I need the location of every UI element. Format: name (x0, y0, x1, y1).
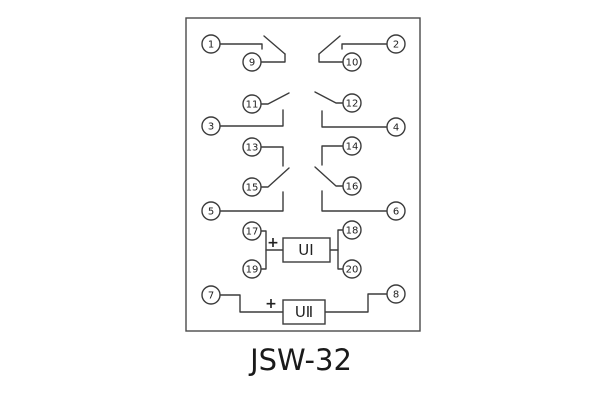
terminal-3-circle (201, 116, 221, 136)
terminal-13: 13 (242, 137, 262, 157)
u1-box: UⅠ (282, 237, 331, 263)
terminal-10: 10 (342, 52, 362, 72)
terminal-17: 17 (242, 221, 262, 241)
wire-terminal-14 (321, 145, 344, 166)
terminal-17-label: 17 (246, 227, 259, 238)
contact-blade-15 (260, 167, 290, 188)
contact-blade-10 (318, 35, 341, 55)
terminal-9-label: 9 (249, 58, 255, 69)
terminal-4-label: 4 (393, 123, 399, 134)
wire-terminal-3 (219, 109, 284, 127)
terminal-1: 1 (201, 34, 221, 54)
outer-frame (185, 17, 421, 332)
terminal-7-label: 7 (208, 291, 214, 302)
wire-terminal-5 (219, 191, 284, 212)
wire-terminal-10 (318, 53, 344, 63)
wire-terminal-13 (260, 146, 284, 167)
terminal-20: 20 (342, 259, 362, 279)
wire-terminal-19 (260, 249, 267, 270)
terminal-13-circle (242, 137, 262, 157)
terminal-13-label: 13 (246, 143, 259, 154)
terminal-19-label: 19 (246, 265, 259, 276)
terminal-1-circle (201, 34, 221, 54)
terminal-8-circle (386, 284, 406, 304)
terminal-20-circle (342, 259, 362, 279)
terminal-6-label: 6 (393, 207, 399, 218)
wire-terminal-18 (329, 229, 344, 251)
terminal-17-circle (242, 221, 262, 241)
terminal-2-circle (386, 34, 406, 54)
u1-label: UⅠ (298, 241, 313, 259)
terminal-16: 16 (342, 176, 362, 196)
u1-box-outline (282, 237, 331, 263)
wire-terminal-9 (260, 53, 286, 63)
terminal-14-label: 14 (346, 142, 359, 153)
wire-terminal-7 (219, 294, 284, 313)
terminal-16-circle (342, 176, 362, 196)
terminal-19: 19 (242, 259, 262, 279)
terminal-5-label: 5 (208, 207, 214, 218)
terminal-10-label: 10 (346, 58, 359, 69)
terminal-11-label: 11 (246, 100, 259, 111)
terminal-7-circle (201, 285, 221, 305)
contact-blade-9 (263, 35, 286, 55)
u2-label: UⅡ (295, 303, 313, 321)
contact-blade-11 (260, 92, 290, 105)
terminal-20-label: 20 (346, 265, 359, 276)
u2-box-outline (282, 299, 326, 325)
terminal-15: 15 (242, 177, 262, 197)
terminal-11-circle (242, 94, 262, 114)
terminal-8-label: 8 (393, 290, 399, 301)
terminal-6: 6 (386, 201, 406, 221)
terminal-10-circle (342, 52, 362, 72)
terminal-12-circle (342, 93, 362, 113)
terminal-8: 8 (386, 284, 406, 304)
wire-terminal-20 (337, 249, 344, 270)
wire-terminal-6 (321, 190, 388, 212)
wire-terminal-17 (260, 230, 284, 251)
wire-terminal-1 (219, 43, 263, 50)
wire-terminal-4 (321, 110, 388, 128)
terminal-1-label: 1 (208, 40, 214, 51)
terminal-19-circle (242, 259, 262, 279)
terminal-5-circle (201, 201, 221, 221)
terminal-12-label: 12 (346, 99, 359, 110)
terminal-16-label: 16 (346, 182, 359, 193)
terminal-14: 14 (342, 136, 362, 156)
terminal-9-circle (242, 52, 262, 72)
terminal-15-label: 15 (246, 183, 259, 194)
terminal-18: 18 (342, 220, 362, 240)
u2-polarity-plus: + (265, 296, 277, 312)
u2-box: UⅡ (282, 299, 326, 325)
terminal-7: 7 (201, 285, 221, 305)
terminal-3: 3 (201, 116, 221, 136)
terminal-18-label: 18 (346, 226, 359, 237)
terminal-11: 11 (242, 94, 262, 114)
terminal-4-circle (386, 117, 406, 137)
terminal-2-label: 2 (393, 40, 399, 51)
contact-blade-12 (314, 91, 344, 104)
terminal-18-circle (342, 220, 362, 240)
terminal-15-circle (242, 177, 262, 197)
terminal-2: 2 (386, 34, 406, 54)
wire-terminal-8 (324, 293, 388, 313)
terminal-4: 4 (386, 117, 406, 137)
terminal-14-circle (342, 136, 362, 156)
contact-blade-16 (314, 166, 344, 187)
terminal-3-label: 3 (208, 122, 214, 133)
terminal-9: 9 (242, 52, 262, 72)
model-caption: JSW-32 (248, 343, 352, 377)
wire-terminal-2 (341, 43, 388, 50)
terminal-5: 5 (201, 201, 221, 221)
terminal-6-circle (386, 201, 406, 221)
u1-polarity-plus: + (267, 235, 279, 251)
terminal-12: 12 (342, 93, 362, 113)
